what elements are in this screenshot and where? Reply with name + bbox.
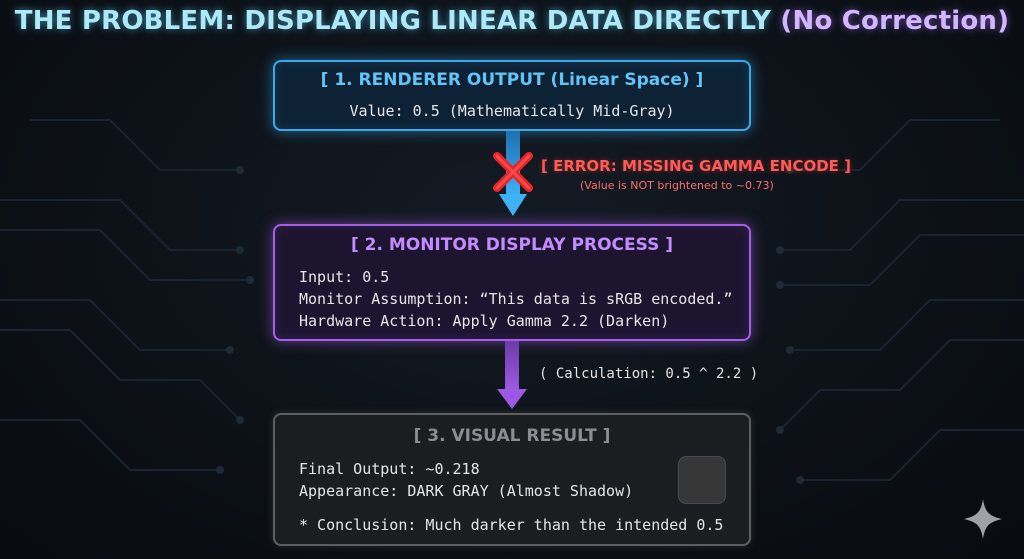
monitor-display-heading: [ 2. MONITOR DISPLAY PROCESS ] [350, 235, 674, 255]
title-main: THE PROBLEM: DISPLAYING LINEAR DATA DIRE… [14, 6, 772, 36]
hardware-action-line: Hardware Action: Apply Gamma 2.2 (Darken… [299, 312, 670, 330]
page-title: THE PROBLEM: DISPLAYING LINEAR DATA DIRE… [0, 6, 1024, 36]
monitor-input-line: Input: 0.5 [299, 268, 390, 286]
flow-arrow-2-shaft [505, 341, 519, 391]
title-subtitle: (No Correction) [780, 6, 1010, 36]
error-note: (Value is NOT brightened to ~0.73) [580, 179, 774, 192]
cross-icon [493, 152, 533, 192]
monitor-assumption-line: Monitor Assumption: “This data is sRGB e… [299, 290, 733, 308]
visual-result-heading: [ 3. VISUAL RESULT ] [413, 426, 611, 446]
dark-gray-swatch [678, 456, 726, 504]
renderer-output-value: Value: 0.5 (Mathematically Mid-Gray) [349, 102, 675, 120]
final-output-line: Final Output: ~0.218 [299, 460, 480, 478]
flow-arrow-1-head [499, 194, 527, 216]
visual-result-box: [ 3. VISUAL RESULT ] Final Output: ~0.21… [273, 413, 751, 546]
conclusion-line: * Conclusion: Much darker than the inten… [299, 516, 724, 534]
appearance-line: Appearance: DARK GRAY (Almost Shadow) [299, 482, 634, 500]
renderer-output-heading: [ 1. RENDERER OUTPUT (Linear Space) ] [320, 70, 704, 90]
sparkle-icon [964, 499, 1002, 539]
flow-arrow-2-head [497, 389, 527, 409]
calculation-label: ( Calculation: 0.5 ^ 2.2 ) [539, 366, 759, 382]
error-label: [ ERROR: MISSING GAMMA ENCODE ] [541, 157, 851, 175]
renderer-output-box: [ 1. RENDERER OUTPUT (Linear Space) ] Va… [273, 60, 751, 131]
monitor-display-box: [ 2. MONITOR DISPLAY PROCESS ] Input: 0.… [273, 224, 751, 341]
